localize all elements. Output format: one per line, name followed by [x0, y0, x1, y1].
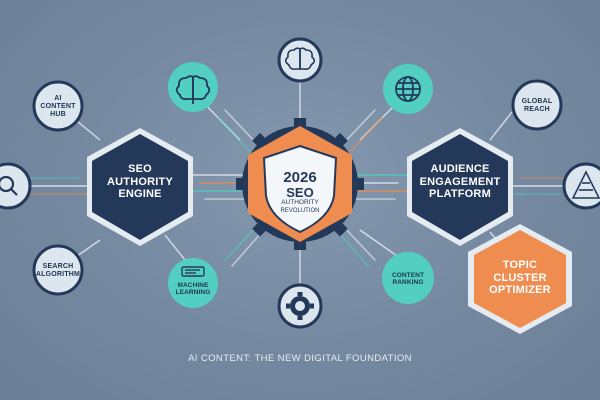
hex-seo-authority-engine [92, 134, 188, 240]
brain-icon [175, 75, 211, 104]
node-content-ranking [382, 252, 434, 304]
node-chart [562, 162, 600, 210]
node-search-algorithm [32, 244, 84, 296]
hex-topic-cluster-optimizer [474, 230, 566, 328]
connector-global-reach [489, 111, 513, 141]
caption: AI CONTENT: THE NEW DIGITAL FOUNDATION [188, 353, 412, 364]
gear-icon [286, 292, 314, 320]
hex-audience-engagement-platform [412, 134, 508, 240]
document-icon [181, 266, 205, 277]
node-ai-content-hub [32, 80, 84, 132]
brain-top-icon [284, 47, 316, 70]
node-global-reach [511, 79, 563, 131]
node-machine-learning [168, 258, 218, 308]
magnifier-icon [0, 175, 18, 196]
node-search [0, 162, 32, 210]
connector-machine-learning [164, 234, 186, 261]
shield-icon [262, 144, 338, 234]
triangle-chart-icon [571, 170, 600, 199]
globe-icon [395, 76, 421, 102]
